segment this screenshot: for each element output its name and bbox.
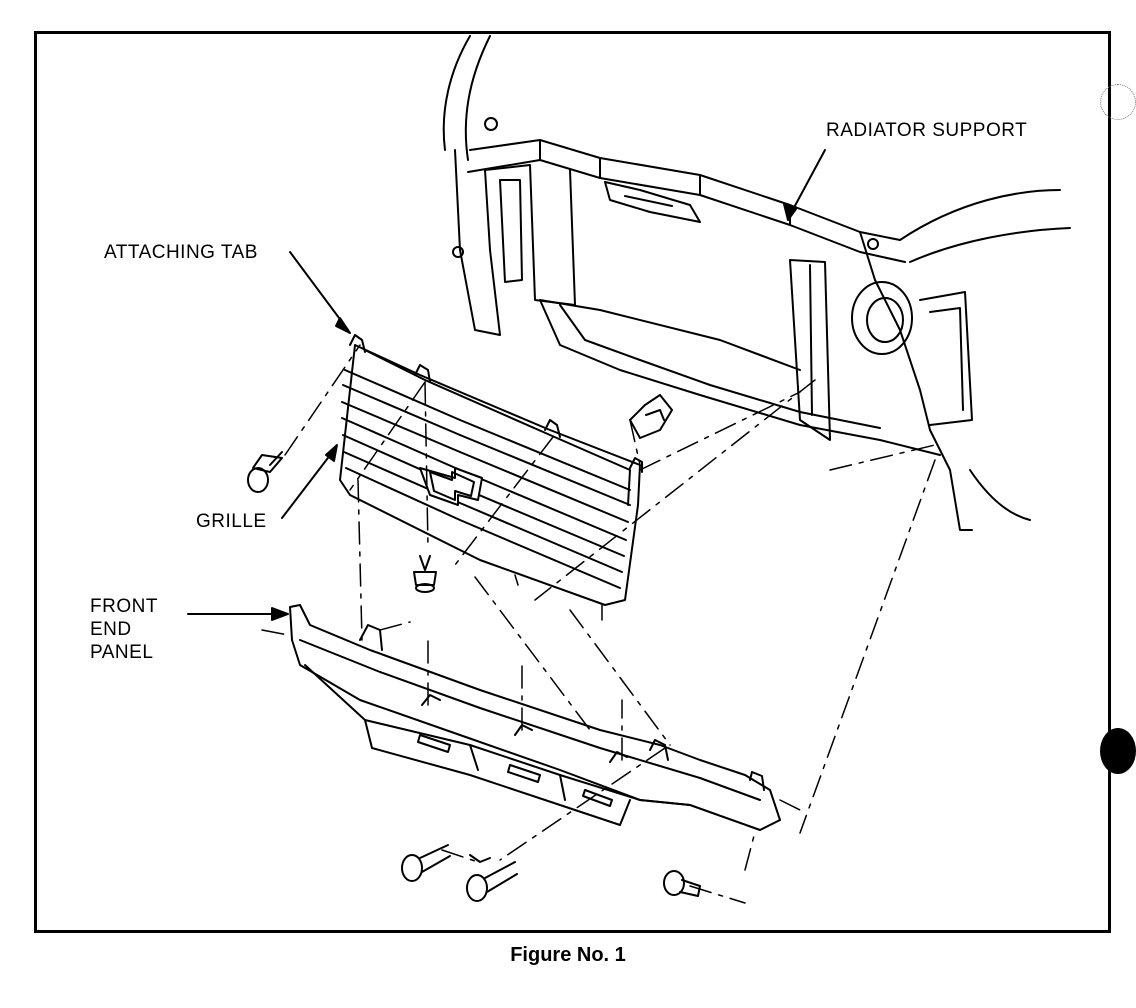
label-attaching-tab: ATTACHING TAB [104, 242, 258, 263]
label-front-end-panel-line3: PANEL [90, 642, 154, 663]
bolt-lower-center [466, 861, 518, 902]
leader-radiator-support [783, 149, 826, 221]
grille-screw [413, 555, 437, 593]
figure-frame [34, 31, 1111, 933]
bolt-left-attaching-tab [247, 451, 283, 493]
scan-artifact [1100, 84, 1136, 120]
label-front-end-panel-line1: FRONT [90, 596, 158, 617]
radiator-support [442, 35, 1071, 531]
bolt-lower-right [663, 870, 701, 897]
leader-attaching-tab [289, 251, 351, 334]
binder-punch-hole [1100, 728, 1136, 774]
grille [339, 334, 643, 606]
assembly-lines [261, 344, 936, 904]
leader-front-end-panel [187, 607, 289, 621]
label-grille: GRILLE [196, 511, 267, 532]
label-radiator-support: RADIATOR SUPPORT [826, 120, 1028, 141]
bolt-lower-left [401, 844, 451, 882]
leader-grille [281, 444, 338, 519]
front-end-panel [289, 604, 781, 863]
figure-caption: Figure No. 1 [510, 944, 626, 966]
label-front-end-panel-line2: END [90, 619, 132, 640]
